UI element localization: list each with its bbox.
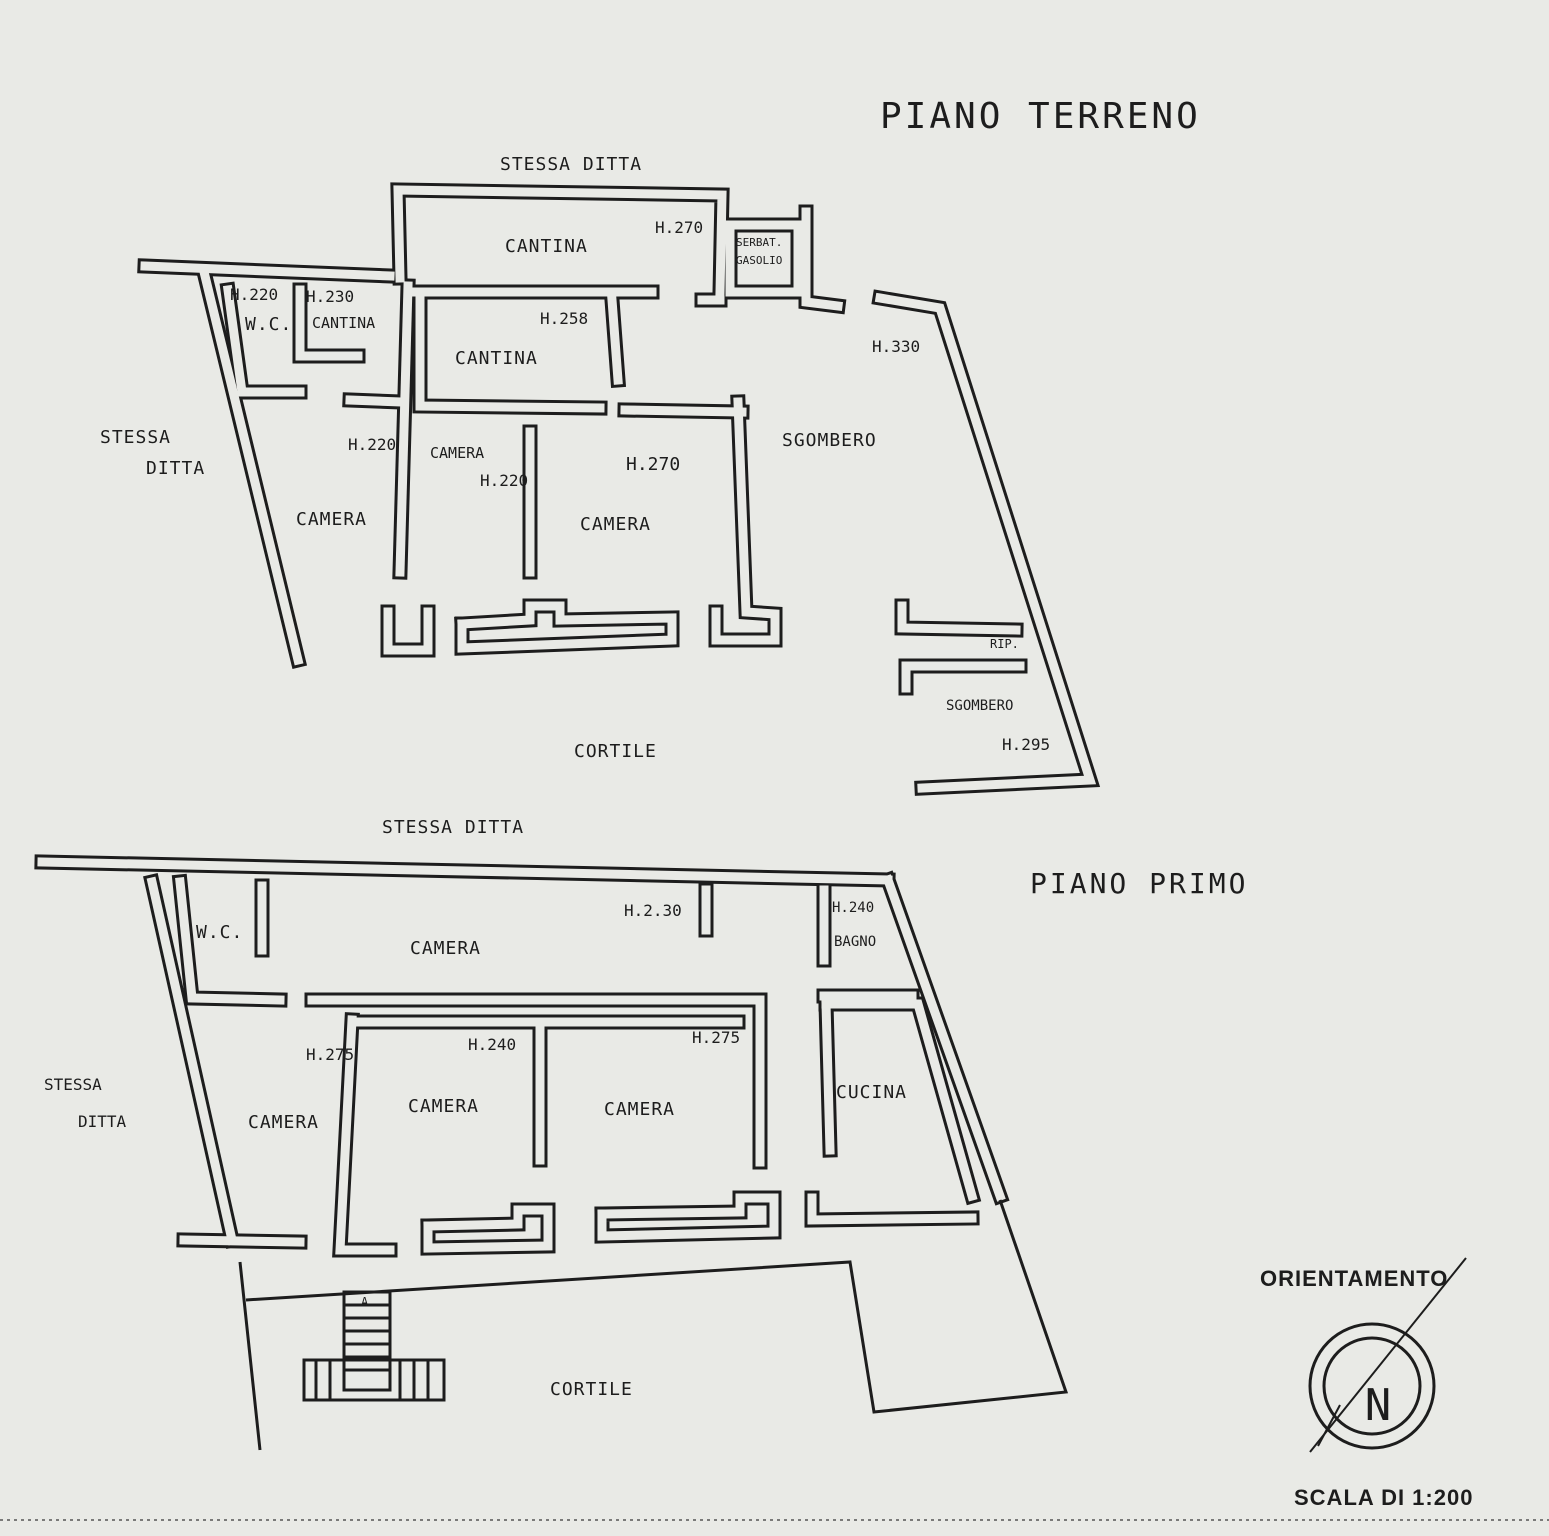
room-label: W.C. (196, 922, 243, 943)
room-label: BAGNO (834, 934, 876, 950)
height-label: H.270 (626, 454, 680, 475)
room-label: RIP. (990, 637, 1019, 651)
height-label: H.220 (230, 285, 278, 304)
height-label: H.275 (306, 1045, 354, 1064)
room-label: SGOMBERO (946, 698, 1013, 714)
room-label: CAMERA (296, 509, 367, 530)
north-arrow-icon: N (1308, 1257, 1467, 1453)
stair-mark: A (361, 1295, 369, 1309)
height-label: H.2.30 (624, 901, 682, 920)
orientation-label: ORIENTAMENTO (1260, 1266, 1448, 1291)
room-label: CAMERA (248, 1112, 319, 1133)
room-label: CAMERA (604, 1099, 675, 1120)
ground-floor-title: PIANO TERRENO (880, 96, 1201, 137)
room-label: CANTINA (505, 236, 588, 257)
room-label: SERBAT. (736, 236, 782, 249)
room-label: W.C. (245, 314, 292, 335)
courtyard-label: CORTILE (550, 1379, 633, 1400)
room-label: CANTINA (455, 348, 538, 369)
room-label: CANTINA (312, 314, 375, 332)
staircase (302, 1290, 446, 1402)
room-label: CUCINA (836, 1082, 907, 1103)
room-label: SGOMBERO (782, 430, 877, 451)
room-label: GASOLIO (736, 254, 782, 267)
neighbor-label: STESSA DITTA (382, 817, 524, 838)
room-label: CAMERA (410, 938, 481, 959)
height-label: H.230 (306, 287, 354, 306)
height-label: H.240 (832, 900, 874, 916)
neighbor-label: STESSA (100, 427, 171, 448)
room-label: CAMERA (430, 444, 484, 462)
scale-label: SCALA DI 1:200 (1294, 1485, 1473, 1510)
height-label: H.275 (692, 1028, 740, 1047)
neighbor-label: STESSA (44, 1075, 102, 1094)
height-label: H.240 (468, 1035, 516, 1054)
height-label: H.270 (655, 218, 703, 237)
north-letter: N (1365, 1380, 1392, 1431)
first-floor-title: PIANO PRIMO (1030, 867, 1248, 900)
courtyard-label: CORTILE (574, 741, 657, 762)
first-floor-plan (42, 862, 1069, 1451)
neighbor-label: DITTA (78, 1112, 127, 1131)
height-label: H.220 (480, 471, 528, 490)
height-label: H.295 (1002, 735, 1050, 754)
neighbor-label: STESSA DITTA (500, 154, 642, 175)
height-label: H.330 (872, 337, 920, 356)
neighbor-label: DITTA (146, 458, 205, 479)
room-label: CAMERA (580, 514, 651, 535)
height-label: H.220 (348, 435, 396, 454)
height-label: H.258 (540, 309, 588, 328)
room-label: CAMERA (408, 1096, 479, 1117)
courtyard-boundary (238, 1199, 1069, 1451)
